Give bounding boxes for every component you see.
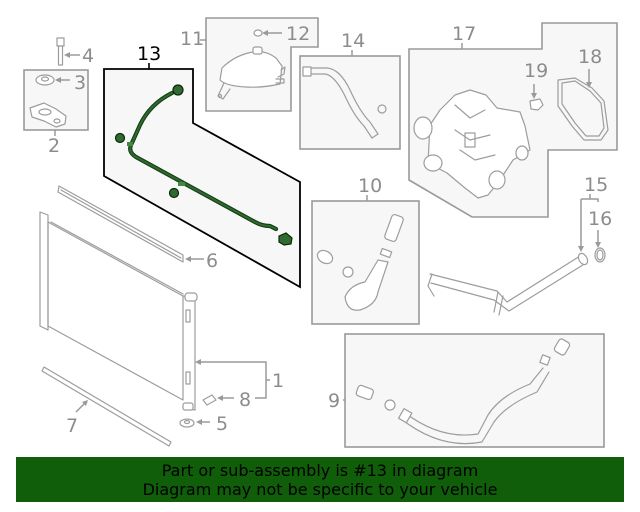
callout-3[interactable]: 3 — [74, 72, 86, 94]
part-group-11 — [200, 17, 319, 112]
callout-18[interactable]: 18 — [578, 46, 602, 68]
banner-line-part: Part or sub-assembly is #13 in diagram — [161, 461, 479, 480]
callout-17[interactable]: 17 — [452, 23, 476, 45]
callout-10[interactable]: 10 — [358, 175, 382, 197]
callout-14[interactable]: 14 — [341, 30, 365, 52]
callout-1[interactable]: 1 — [272, 370, 284, 392]
info-banner: Part or sub-assembly is #13 in diagram D… — [16, 457, 624, 502]
part-group-15 — [427, 194, 606, 316]
callout-6[interactable]: 6 — [206, 250, 218, 272]
callout-12[interactable]: 12 — [286, 23, 310, 45]
callout-13[interactable]: 13 — [137, 43, 161, 65]
part-group-1-radiator — [39, 185, 270, 447]
part-group-14 — [299, 50, 401, 150]
callout-4[interactable]: 4 — [82, 45, 94, 67]
callout-19[interactable]: 19 — [524, 60, 548, 82]
callout-9[interactable]: 9 — [328, 390, 340, 412]
callout-8[interactable]: 8 — [239, 389, 251, 411]
part-group-10 — [311, 195, 420, 325]
callout-2[interactable]: 2 — [48, 135, 60, 157]
callout-5[interactable]: 5 — [216, 413, 228, 435]
callout-16[interactable]: 16 — [588, 208, 612, 230]
callout-15[interactable]: 15 — [584, 174, 608, 196]
callout-7[interactable]: 7 — [66, 415, 78, 437]
part-group-17 — [408, 22, 618, 218]
part-group-9 — [343, 333, 605, 448]
part-group-2 — [23, 37, 89, 136]
banner-line-disclaimer: Diagram may not be specific to your vehi… — [142, 480, 498, 499]
part-group-13-highlighted[interactable] — [103, 63, 301, 289]
callout-11[interactable]: 11 — [180, 28, 204, 50]
